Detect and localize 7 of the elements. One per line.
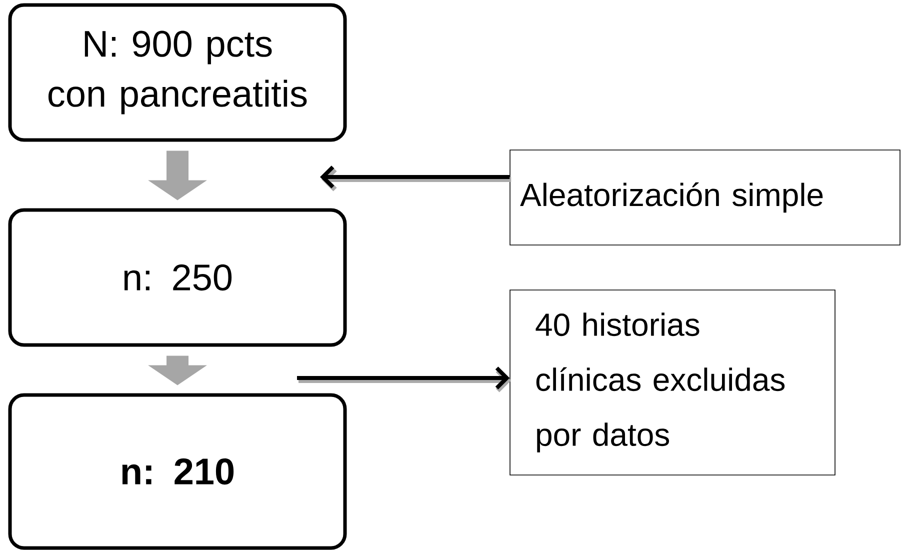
step-box: n: 250 (8, 208, 347, 347)
arrow (320, 166, 512, 192)
note-box: 40 historias clínicas excluidas por datos (510, 290, 836, 476)
step-box: n: 210 (8, 393, 347, 550)
step-box: N: 900 pcts con pancreatitis (8, 3, 347, 142)
note-box: Aleatorización simple (510, 150, 900, 246)
arrow (297, 366, 512, 392)
